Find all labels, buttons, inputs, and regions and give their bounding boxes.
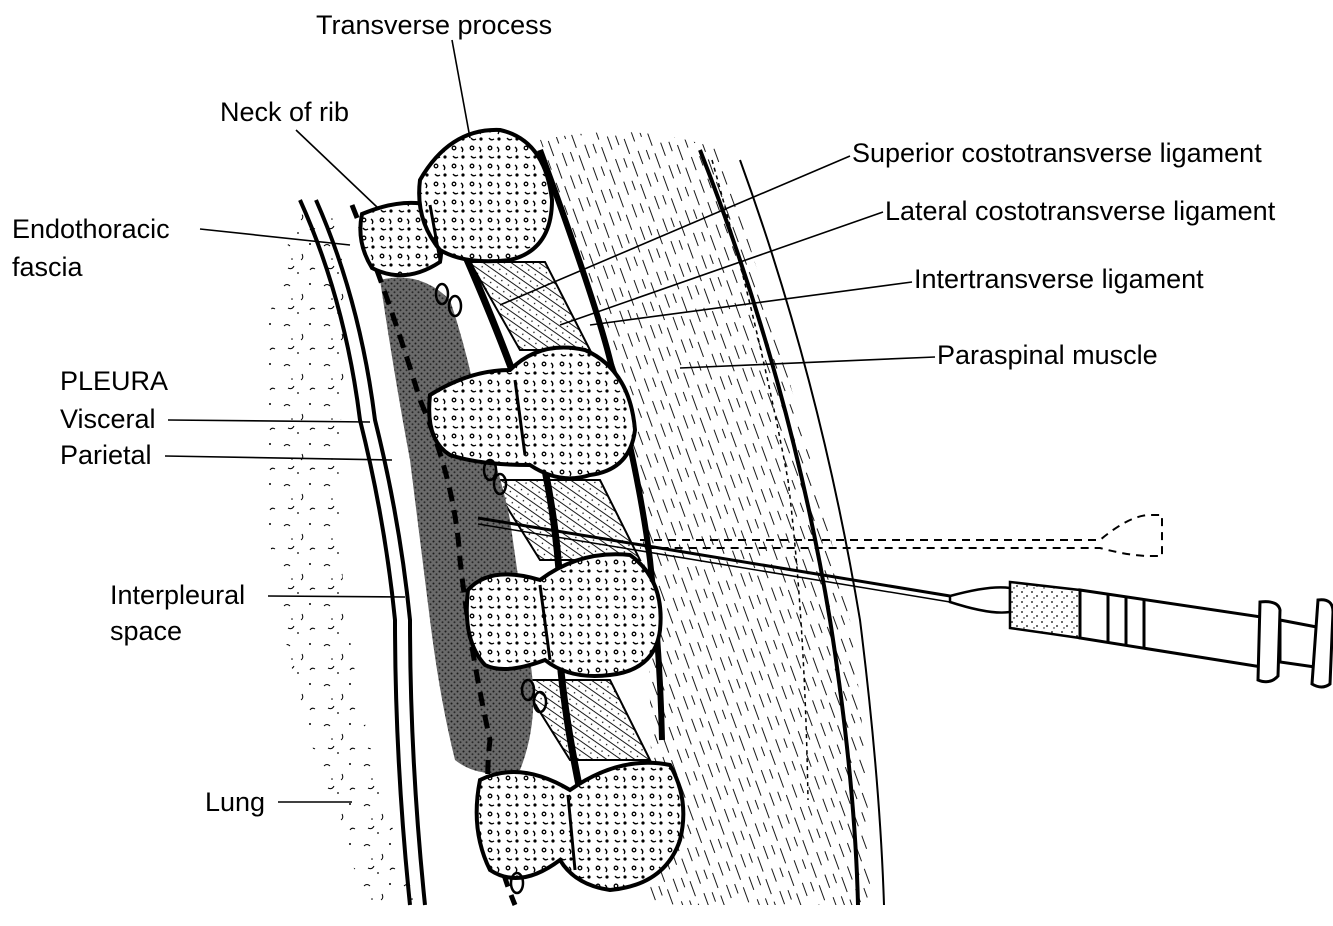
label-endothoracic: Endothoracic <box>12 212 170 246</box>
transverse-process-4 <box>477 763 684 890</box>
label-lateral-costotransverse-ligament: Lateral costotransverse ligament <box>885 194 1275 228</box>
label-neck-of-rib: Neck of rib <box>220 95 349 129</box>
label-superior-costotransverse-ligament: Superior costotransverse ligament <box>852 136 1262 170</box>
label-interpleural-space: space <box>110 614 182 648</box>
label-intertransverse-ligament: Intertransverse ligament <box>914 262 1204 296</box>
transverse-process-1 <box>419 130 552 261</box>
paravertebral-space <box>380 278 533 774</box>
label-transverse-process: Transverse process <box>316 8 552 42</box>
label-paraspinal-muscle: Paraspinal muscle <box>937 338 1158 372</box>
label-pleura-heading: PLEURA <box>60 364 168 398</box>
label-endothoracic-fascia: fascia <box>12 250 83 284</box>
label-interpleural: Interpleural <box>110 578 245 612</box>
label-parietal: Parietal <box>60 438 152 472</box>
label-lung: Lung <box>205 785 265 819</box>
label-visceral: Visceral <box>60 402 156 436</box>
